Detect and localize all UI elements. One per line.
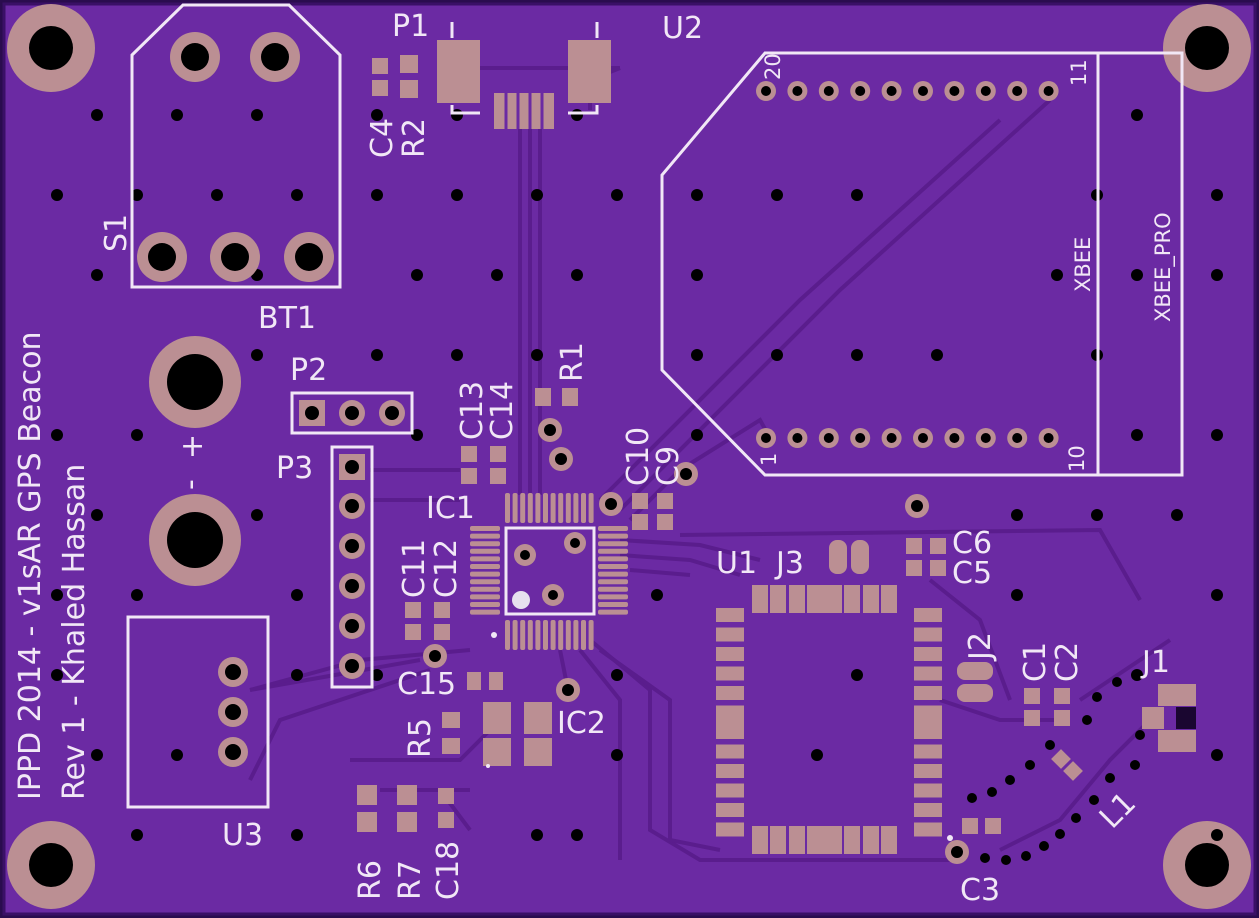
label-c2: C2 bbox=[1050, 642, 1085, 682]
label-s1: S1 bbox=[99, 214, 134, 252]
label-c3: C3 bbox=[960, 873, 1000, 908]
label-pin-1: 1 bbox=[757, 453, 781, 466]
label-c15: C15 bbox=[397, 667, 456, 702]
label-bt1: BT1 bbox=[258, 301, 316, 336]
label-r6: R6 bbox=[353, 860, 388, 900]
label-c13: C13 bbox=[455, 381, 490, 440]
label-c1: C1 bbox=[1018, 642, 1053, 682]
label-ic2: IC2 bbox=[557, 706, 606, 741]
label-r5: R5 bbox=[403, 718, 438, 758]
label-ic1: IC1 bbox=[426, 491, 475, 526]
label-c10: C10 bbox=[621, 427, 656, 486]
label-r7: R7 bbox=[393, 860, 428, 900]
microcontroller-ic1 bbox=[470, 493, 628, 650]
title-text: IPPD 2014 - v1sAR GPS Beacon bbox=[13, 332, 48, 801]
power-pads bbox=[149, 336, 241, 586]
smd-c4-r2 bbox=[372, 55, 418, 98]
label-c12: C12 bbox=[429, 539, 464, 598]
via-grid bbox=[51, 109, 1223, 841]
regulator-u3 bbox=[126, 615, 270, 809]
label-p1: P1 bbox=[392, 9, 429, 44]
label-c14: C14 bbox=[485, 381, 520, 440]
gps-module-u1 bbox=[716, 585, 942, 854]
label-minus: - bbox=[173, 479, 208, 490]
solder-jumpers bbox=[829, 540, 993, 702]
label-p2: P2 bbox=[290, 353, 327, 388]
mounting-holes bbox=[7, 4, 1251, 909]
label-plus: + bbox=[180, 429, 205, 464]
label-pin-20: 20 bbox=[761, 53, 785, 80]
battery-holder-bt1 bbox=[130, 3, 342, 289]
label-j3: J3 bbox=[774, 546, 804, 581]
inductor-l1 bbox=[1051, 749, 1083, 781]
ring-vias bbox=[423, 418, 969, 864]
label-xbee-pro: XBEE_PRO bbox=[1151, 212, 1176, 322]
label-pin-11: 11 bbox=[1067, 59, 1091, 86]
xbee-module-u2 bbox=[660, 51, 1184, 477]
label-u3: U3 bbox=[222, 818, 263, 853]
author-text: Rev 1 - Khaled Hassan bbox=[57, 464, 92, 800]
via-stitching-arc bbox=[967, 677, 1145, 865]
label-u1: U1 bbox=[716, 546, 757, 581]
label-c11: C11 bbox=[397, 539, 432, 598]
smd-passives bbox=[357, 388, 1196, 834]
label-j1: J1 bbox=[1140, 645, 1170, 680]
label-r2: R2 bbox=[397, 118, 432, 158]
label-j2: J2 bbox=[963, 632, 998, 662]
label-r1: R1 bbox=[555, 342, 590, 382]
label-c9: C9 bbox=[651, 446, 686, 486]
usb-connector-p1 bbox=[437, 22, 611, 129]
header-p3 bbox=[330, 445, 374, 689]
label-u2: U2 bbox=[662, 11, 703, 46]
label-c5: C5 bbox=[952, 556, 992, 591]
label-c6: C6 bbox=[952, 526, 992, 561]
label-pin-10: 10 bbox=[1065, 445, 1089, 472]
label-c4: C4 bbox=[365, 118, 400, 158]
label-xbee: XBEE bbox=[1071, 237, 1095, 292]
label-c18: C18 bbox=[431, 841, 466, 900]
label-p3: P3 bbox=[276, 451, 313, 486]
header-p2 bbox=[290, 391, 414, 435]
